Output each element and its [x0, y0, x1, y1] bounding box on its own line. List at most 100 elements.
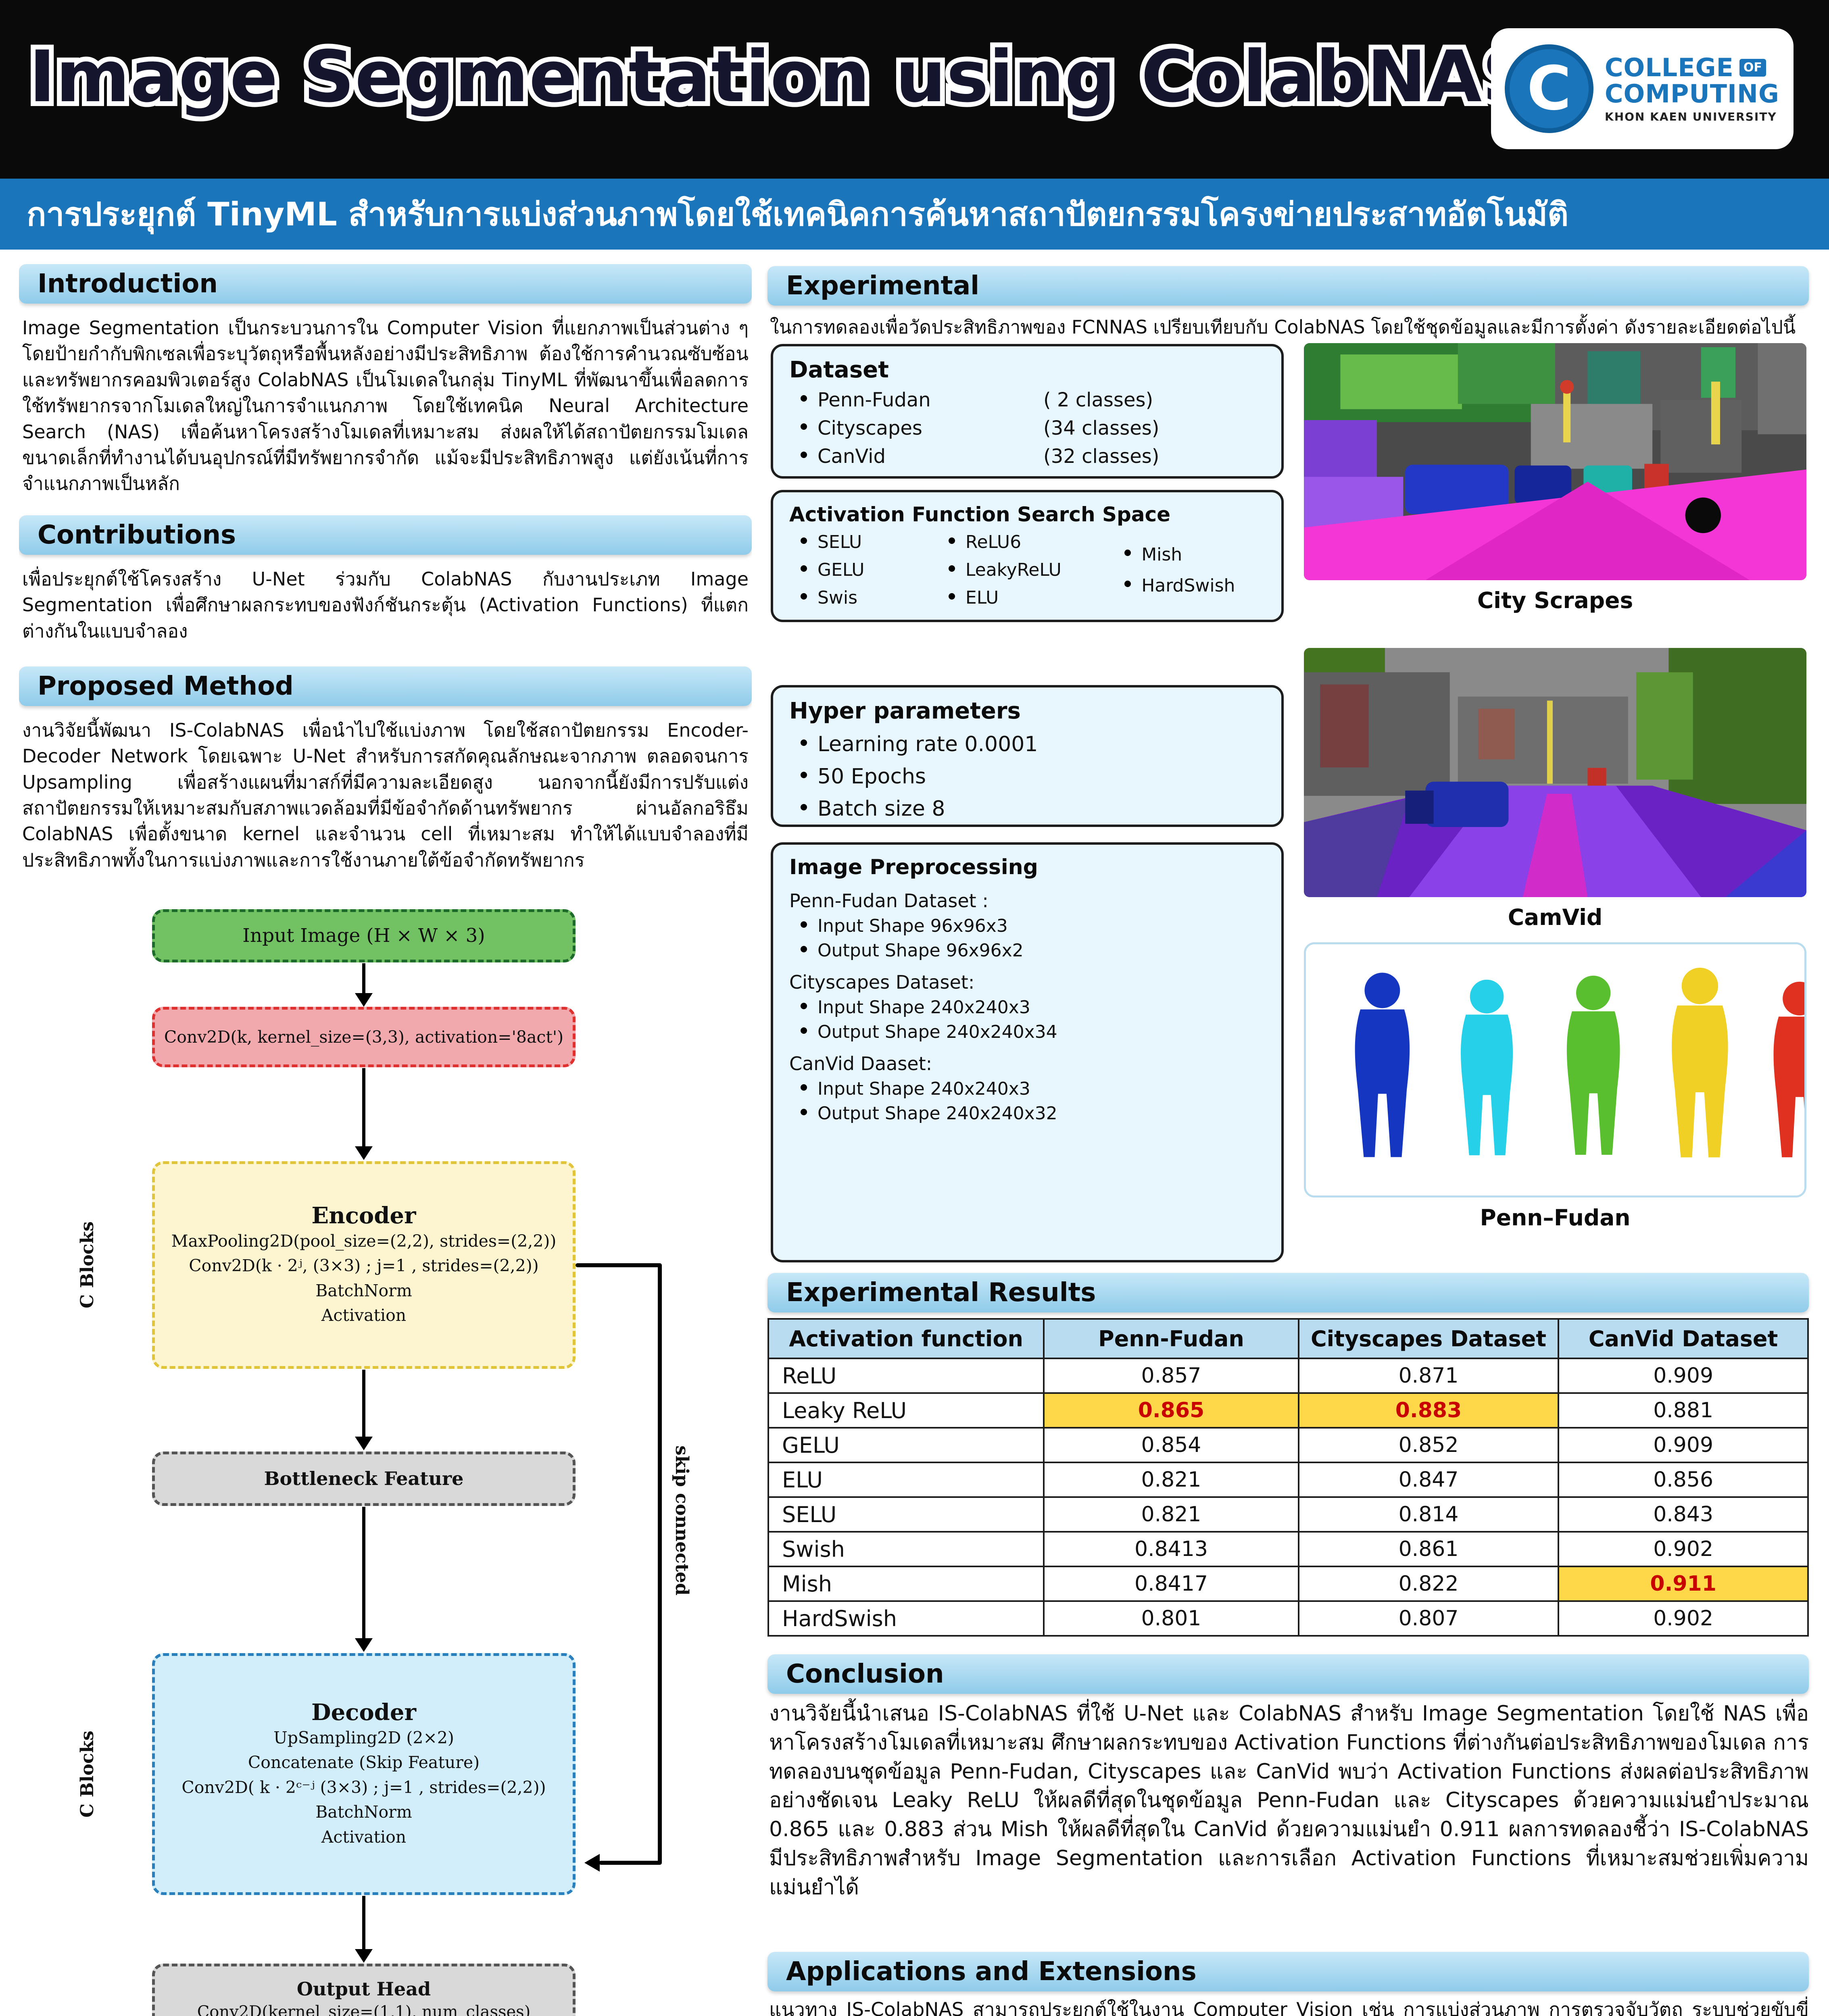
diagram-decoder-box: Decoder UpSampling2D (2×2) Concatenate (…: [152, 1653, 576, 1895]
penn-fudan-segmentation-image: [1304, 942, 1806, 1198]
preprocess-group: Cityscapes Dataset: Input Shape 240x240x…: [789, 971, 1265, 1042]
decoder-line: UpSampling2D (2×2): [273, 1728, 454, 1747]
logo-letter: C: [1527, 54, 1572, 124]
preprocess-item: Input Shape 96x96x3: [789, 916, 1265, 936]
bullet-icon: [801, 921, 807, 928]
applications-heading: Applications and Extensions: [786, 1957, 1197, 1987]
preprocess-item: Input Shape 240x240x3: [789, 1079, 1265, 1099]
skip-connection-line: [576, 1263, 661, 1268]
result-cell: 0.814: [1297, 1496, 1560, 1533]
bullet-icon: [801, 565, 807, 572]
contributions-body: เพื่อประยุกต์ใช้โครงสร้าง U-Net ร่วมกับ …: [22, 568, 749, 642]
decoder-line: Concatenate (Skip Feature): [248, 1753, 480, 1772]
result-cell: 0.821: [1043, 1462, 1299, 1498]
result-activation: GELU: [767, 1427, 1045, 1463]
bullet-icon: [801, 772, 807, 778]
result-cell-highlight: 0.883: [1297, 1392, 1560, 1429]
subtitle-th: การประยุกต์ TinyML สำหรับการแบ่งส่วนภาพโ…: [27, 195, 1569, 233]
diagram-input-label: Input Image (H × W × 3): [242, 925, 485, 947]
camvid-segmentation-image: [1304, 648, 1806, 897]
activation-item: ReLU6: [937, 532, 1113, 552]
hyper-item: Learning rate 0.0001: [789, 732, 1265, 756]
proposed-method-heading: Proposed Method: [38, 671, 294, 701]
poster-title-text: Image Segmentation using ColabNAS: [29, 35, 1534, 118]
down-arrow-icon: [355, 1507, 373, 1652]
result-cell: 0.871: [1297, 1358, 1560, 1394]
activation-columns: SELU GELU Swis ReLU6 LeakyReLU ELU Mish …: [789, 532, 1265, 608]
result-cell: 0.847: [1297, 1462, 1560, 1498]
bullet-icon: [801, 537, 807, 544]
proposed-method-body: งานวิจัยนี้พัฒนา IS-ColabNAS เพื่อนำไปใช…: [22, 719, 749, 871]
activation-item: HardSwish: [1113, 575, 1265, 596]
conclusion-heading: Conclusion: [786, 1659, 944, 1689]
section-proposed-method: Proposed Method: [19, 666, 752, 706]
bottleneck-label: Bottleneck Feature: [264, 1468, 464, 1490]
hyper-value: 50 Epochs: [818, 764, 926, 789]
c-blocks-label: C Blocks: [77, 1221, 98, 1309]
penn-fudan-caption: Penn–Fudan: [1480, 1204, 1631, 1231]
preprocess-value: Input Shape 96x96x3: [818, 916, 1008, 936]
activation-name: Mish: [1141, 544, 1182, 565]
section-experimental: Experimental: [767, 266, 1809, 306]
model-architecture-diagram: Input Image (H × W × 3) Conv2D(k, kernel…: [19, 885, 752, 2016]
bullet-icon: [801, 1108, 807, 1115]
diagram-conv-label: Conv2D(k, kernel_size=(3,3), activation=…: [164, 1027, 564, 1047]
activation-name: GELU: [818, 560, 865, 580]
preprocess-item: Input Shape 240x240x3: [789, 997, 1265, 1018]
activation-name: LeakyReLU: [965, 560, 1062, 580]
preprocess-item: Output Shape 240x240x32: [789, 1103, 1265, 1124]
section-conclusion: Conclusion: [767, 1654, 1809, 1694]
image-preprocessing-box: Image Preprocessing Penn-Fudan Dataset :…: [771, 842, 1284, 1262]
column-header: Activation function: [767, 1318, 1045, 1359]
bullet-icon: [801, 423, 807, 430]
bullet-icon: [1124, 550, 1131, 556]
activation-item: Swis: [789, 587, 937, 608]
preprocessing-title: Image Preprocessing: [789, 855, 1038, 879]
result-cell: 0.801: [1043, 1600, 1299, 1637]
activation-name: HardSwish: [1141, 575, 1235, 596]
bullet-icon: [801, 946, 807, 952]
activation-item: ELU: [937, 587, 1113, 608]
column-header: Cityscapes Dataset: [1297, 1318, 1560, 1359]
output-head-title: Output Head: [296, 1978, 431, 2000]
preprocess-label: Penn-Fudan Dataset :: [789, 890, 989, 912]
result-cell: 0.902: [1558, 1531, 1809, 1567]
result-activation: Swish: [767, 1531, 1045, 1567]
section-experimental-results: Experimental Results: [767, 1273, 1809, 1312]
preprocess-item: Output Shape 240x240x34: [789, 1022, 1265, 1042]
college-logo-icon: C: [1505, 44, 1593, 133]
penn-fudan-figure: Penn–Fudan: [1304, 942, 1806, 1231]
subtitle-bar: การประยุกต์ TinyML สำหรับการแบ่งส่วนภาพโ…: [0, 179, 1829, 250]
output-line: Conv2D(kernel_size=(1,1), num_classes): [197, 2002, 531, 2016]
result-cell-highlight: 0.865: [1043, 1392, 1299, 1429]
encoder-line: Activation: [321, 1306, 407, 1325]
preprocess-group: CanVid Daaset: Input Shape 240x240x3 Out…: [789, 1053, 1265, 1124]
activation-col: ReLU6 LeakyReLU ELU: [937, 532, 1113, 608]
activation-search-space-box: Activation Function Search Space SELU GE…: [771, 490, 1284, 622]
dataset-classes: ( 2 classes): [1043, 389, 1153, 411]
dataset-classes: (34 classes): [1043, 417, 1160, 439]
left-column: Introduction Image Segmentation เป็นกระบ…: [19, 264, 752, 2016]
section-contributions: Contributions: [19, 515, 752, 555]
decoder-title: Decoder: [311, 1699, 416, 1726]
bullet-icon: [948, 537, 955, 544]
camvid-figure: CamVid: [1304, 648, 1806, 930]
result-activation: ELU: [767, 1462, 1045, 1498]
introduction-heading: Introduction: [38, 269, 218, 299]
encoder-line: BatchNorm: [315, 1281, 412, 1300]
poster-title-outline: Image Segmentation using ColabNAS: [24, 31, 1538, 123]
college-logo: C COLLEGE OF COMPUTING KHON KAEN UNIVERS…: [1491, 28, 1794, 149]
logo-computing: COMPUTING: [1605, 79, 1779, 109]
preprocess-item: Output Shape 96x96x2: [789, 940, 1265, 961]
activation-item: LeakyReLU: [937, 560, 1113, 580]
activation-item: GELU: [789, 560, 937, 580]
bullet-icon: [801, 452, 807, 458]
bullet-icon: [801, 1084, 807, 1091]
activation-item: Mish: [1113, 544, 1265, 565]
result-cell: 0.861: [1297, 1531, 1560, 1567]
result-activation: Mish: [767, 1566, 1045, 1602]
